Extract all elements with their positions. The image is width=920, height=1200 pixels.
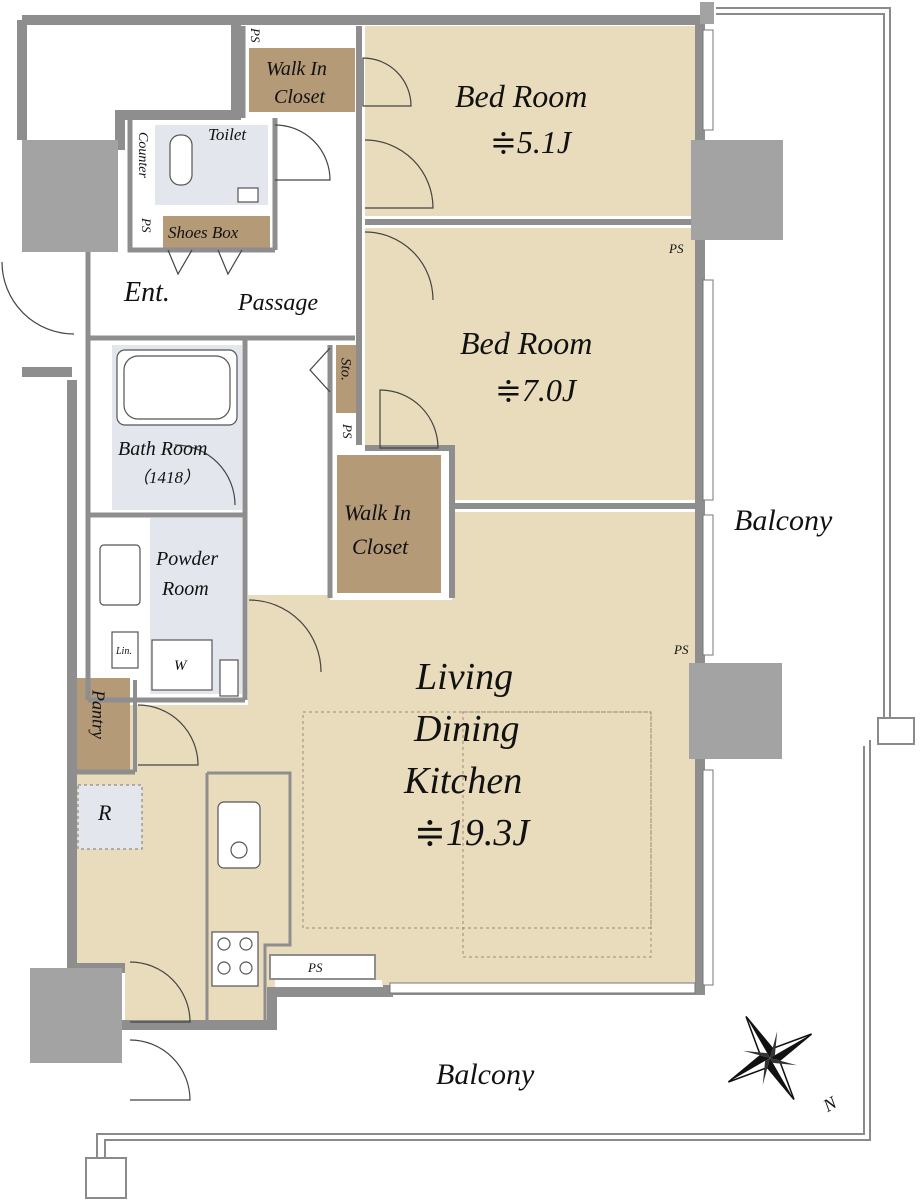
ps-label-3: PS <box>669 241 684 256</box>
powder-room-line-1: Powder <box>156 548 219 570</box>
toilet-label: Toilet <box>208 125 247 144</box>
pantry-label: Pantry <box>88 690 109 739</box>
windows <box>389 29 714 994</box>
walk-in-closet-1-line-1: Walk In <box>266 58 327 80</box>
ps-label-6: PS <box>308 960 323 975</box>
door-swings <box>1 57 439 1101</box>
ldk-line-2: Dining <box>414 708 520 750</box>
bed-room-1-name: Bed Room <box>455 78 588 114</box>
washer-label: W <box>174 658 187 674</box>
balcony-south-label: Balcony <box>436 1058 535 1091</box>
walk-in-closet-2-line-2: Closet <box>352 534 409 559</box>
floor-areas <box>72 26 695 1020</box>
refrigerator-label: R <box>98 800 112 825</box>
powder-room-line-2: Room <box>162 578 209 600</box>
bed-room-1-size: ≑5.1J <box>490 124 572 160</box>
bed-room-2-size: ≑7.0J <box>495 372 577 408</box>
columns <box>22 2 783 1063</box>
balcony-east-label: Balcony <box>734 504 833 537</box>
ps-label-1: PS <box>248 28 263 43</box>
shoes-box-label: Shoes Box <box>168 223 239 242</box>
entrance-label: Ent. <box>124 277 170 308</box>
ps-label-5: PS <box>674 642 689 657</box>
storage-label: Sto. <box>337 358 354 381</box>
walk-in-closet-1-line-2: Closet <box>274 86 326 108</box>
linen-label: Lin. <box>116 646 132 657</box>
fixtures <box>99 134 261 987</box>
bath-room-name: Bath Room <box>118 438 208 460</box>
balcony-outline <box>85 7 915 1199</box>
ldk-size: ≑19.3J <box>414 812 530 854</box>
bath-room-size: （1418） <box>132 468 200 487</box>
bed-room-2-name: Bed Room <box>460 325 593 361</box>
ps-label-4: PS <box>340 424 355 439</box>
passage-label: Passage <box>238 290 318 316</box>
furniture-outlines <box>302 711 652 958</box>
counter-label: Counter <box>135 132 151 178</box>
ldk-line-3: Kitchen <box>404 760 523 802</box>
compass-icon <box>727 1015 813 1101</box>
walk-in-closet-2-line-1: Walk In <box>344 500 412 525</box>
ldk-line-1: Living <box>416 656 514 698</box>
ps-label-2: PS <box>139 218 154 233</box>
